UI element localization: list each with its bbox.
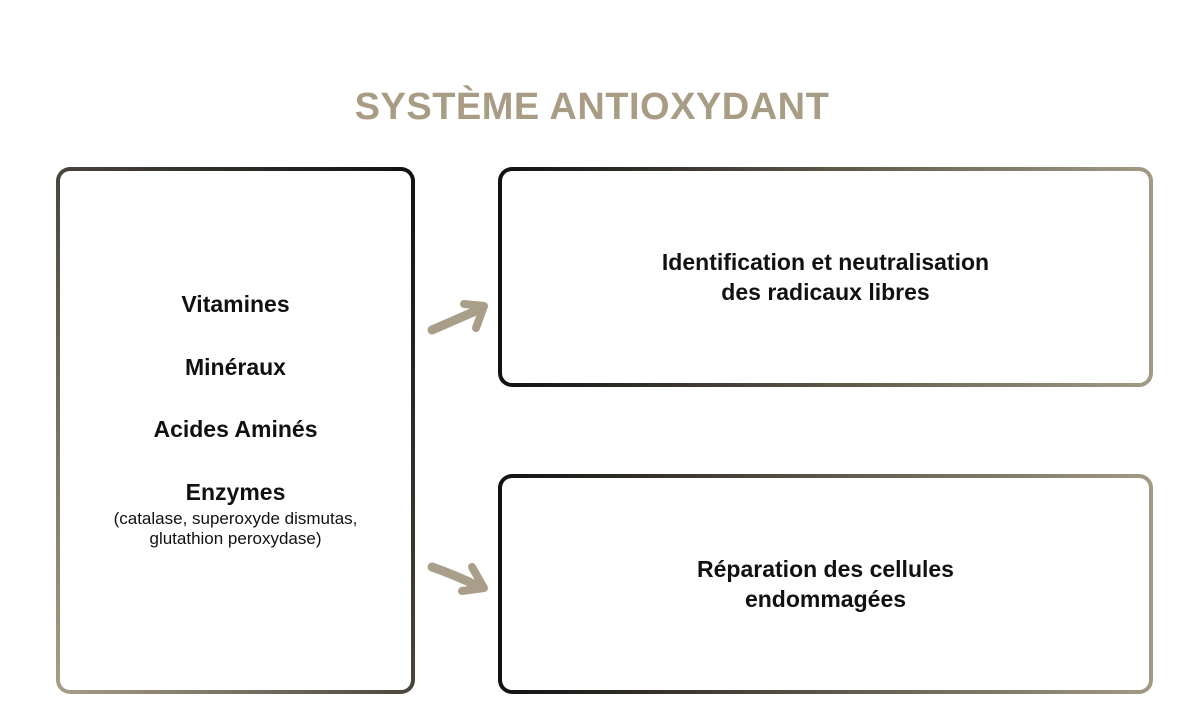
enzymes-detail-2: glutathion peroxydase) (149, 529, 322, 548)
neutralisation-line1: Identification et neutralisation (661, 249, 990, 275)
enzymes-detail-1: (catalase, superoxyde dismutas, (113, 509, 358, 528)
neutralisation-box: Identification et neutralisation des rad… (498, 167, 1153, 387)
item-acides-amines: Acides Aminés (153, 416, 318, 442)
reparation-box: Réparation des cellules endommagées (498, 474, 1153, 694)
diagram-title: SYSTÈME ANTIOXYDANT (354, 86, 830, 128)
reparation-line2: endommagées (744, 586, 907, 612)
arrow-down-right-icon (427, 562, 488, 595)
item-vitamines: Vitamines (181, 291, 290, 317)
antioxidant-sources-box: Vitamines Minéraux Acides Aminés Enzymes… (56, 167, 415, 694)
item-enzymes: Enzymes (185, 479, 286, 505)
reparation-line1: Réparation des cellules (697, 556, 954, 582)
arrow-up-right-icon (427, 300, 488, 335)
item-mineraux: Minéraux (185, 354, 286, 380)
neutralisation-line2: des radicaux libres (721, 279, 930, 305)
